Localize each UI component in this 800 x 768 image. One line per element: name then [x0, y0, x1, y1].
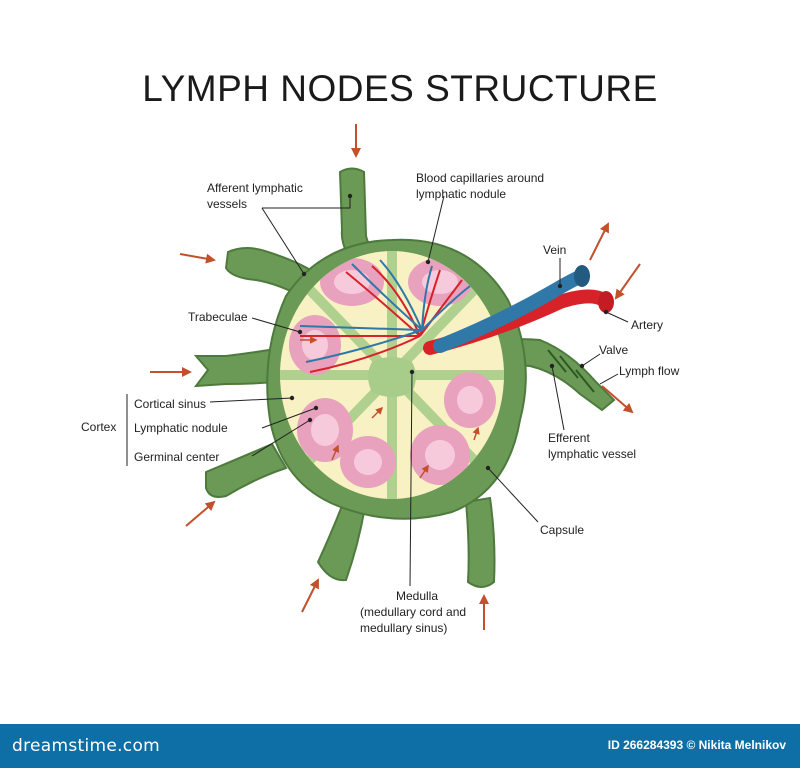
- artery-opening: [598, 291, 614, 313]
- flow-arrows: [150, 124, 641, 630]
- label-afferent-vessels: Afferent lymphatic vessels: [207, 180, 303, 212]
- medulla: [368, 357, 416, 397]
- label-cortex: Cortex: [81, 420, 117, 434]
- leader-lines: [126, 195, 629, 587]
- label-medulla-line3: medullary sinus): [360, 621, 448, 635]
- label-artery: Artery: [631, 318, 664, 332]
- vein: [433, 269, 589, 353]
- label-afferent-line2: vessels: [207, 197, 248, 211]
- label-lymphatic-nodule: Lymphatic nodule: [134, 421, 228, 435]
- label-efferent-vessel: Efferent lymphatic vessel: [548, 430, 636, 462]
- label-vein: Vein: [543, 243, 567, 257]
- label-capsule: Capsule: [540, 523, 585, 537]
- label-efferent-line1: Efferent: [548, 431, 590, 445]
- page-title: LYMPH NODES STRUCTURE: [142, 68, 658, 109]
- label-blood-capillaries: Blood capillaries around lymphatic nodul…: [416, 170, 544, 202]
- label-capillaries-line2: lymphatic nodule: [416, 187, 507, 201]
- cortex-interior: [280, 251, 504, 499]
- watermark-footer: dreamstime.com ID 266284393 © Nikita Mel…: [0, 724, 800, 768]
- label-efferent-line2: lymphatic vessel: [548, 447, 637, 461]
- label-medulla-line1: Medulla: [396, 589, 439, 603]
- footer-credit: ID 266284393 © Nikita Melnikov: [607, 738, 786, 752]
- label-medulla: Medulla (medullary cord and medullary si…: [360, 588, 466, 636]
- footer-brand[interactable]: dreamstime.com: [12, 736, 161, 756]
- label-valve: Valve: [599, 343, 629, 357]
- leader-dots: [289, 193, 609, 471]
- label-medulla-line2: (medullary cord and: [360, 605, 467, 619]
- blood-capillaries: [299, 259, 471, 373]
- label-capillaries-line1: Blood capillaries around: [416, 171, 545, 185]
- label-trabeculae: Trabeculae: [188, 310, 248, 324]
- label-germinal-center: Germinal center: [134, 450, 220, 464]
- label-cortical-sinus: Cortical sinus: [134, 397, 207, 411]
- label-lymph-flow: Lymph flow: [619, 364, 680, 378]
- label-afferent-line1: Afferent lymphatic: [207, 181, 303, 195]
- vein-opening: [574, 265, 590, 287]
- inner-flow-arrows: [300, 336, 480, 479]
